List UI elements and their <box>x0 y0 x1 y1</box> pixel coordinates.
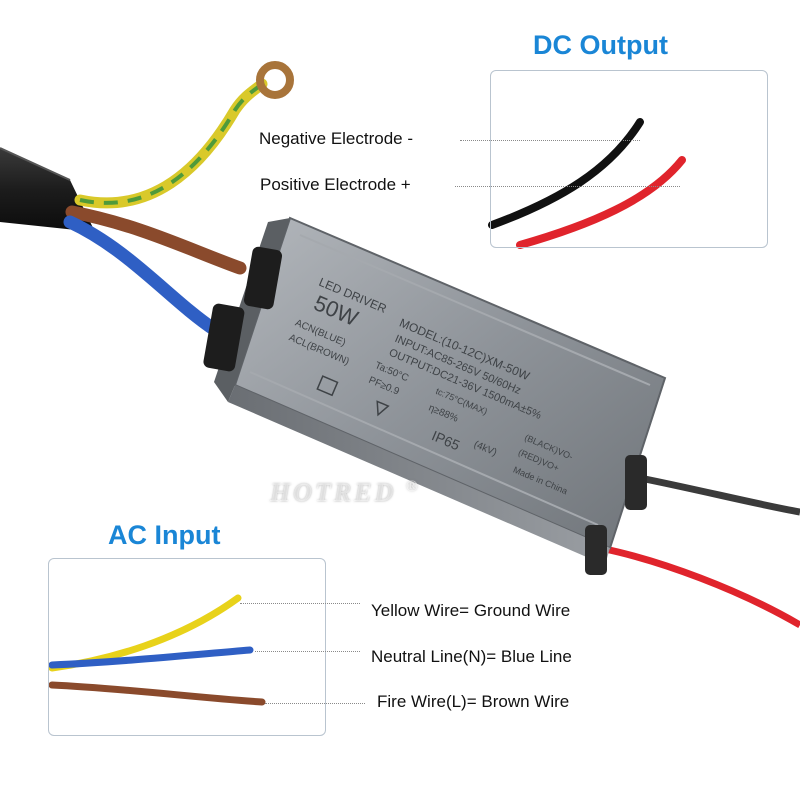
certification-icon <box>316 375 339 397</box>
led-driver-housing <box>203 216 667 575</box>
ac-input-heading: AC Input <box>108 520 221 550</box>
ac-input-inset <box>48 558 326 736</box>
blue-wire-label: Neutral Line(N)= Blue Line <box>371 647 572 666</box>
warning-icon <box>376 400 390 417</box>
black-output-wire <box>639 474 800 516</box>
dc-output-inset <box>490 70 768 248</box>
dc-inset-wires <box>488 118 686 249</box>
yellow-wire-label: Yellow Wire= Ground Wire <box>371 601 571 620</box>
ac-inset-wires <box>48 594 266 706</box>
watermark-text: HOTRED <box>270 478 397 507</box>
registered-mark: ® <box>405 478 421 495</box>
yellow-leader-line <box>240 603 360 604</box>
brown-wire <box>65 205 247 275</box>
blue-wire <box>63 215 222 337</box>
positive-electrode-label: Positive Electrode + <box>260 175 411 194</box>
positive-leader-line <box>455 186 680 187</box>
brown-leader-line <box>265 703 365 704</box>
negative-leader-line <box>460 140 640 141</box>
blue-leader-line <box>255 651 360 652</box>
ground-wire <box>74 61 294 209</box>
hotred-watermark: HOTRED ® <box>270 478 421 508</box>
brown-wire-label: Fire Wire(L)= Brown Wire <box>377 692 570 711</box>
red-output-wire <box>599 544 800 629</box>
dc-output-heading: DC Output <box>533 30 668 60</box>
negative-electrode-label: Negative Electrode - <box>259 129 414 148</box>
